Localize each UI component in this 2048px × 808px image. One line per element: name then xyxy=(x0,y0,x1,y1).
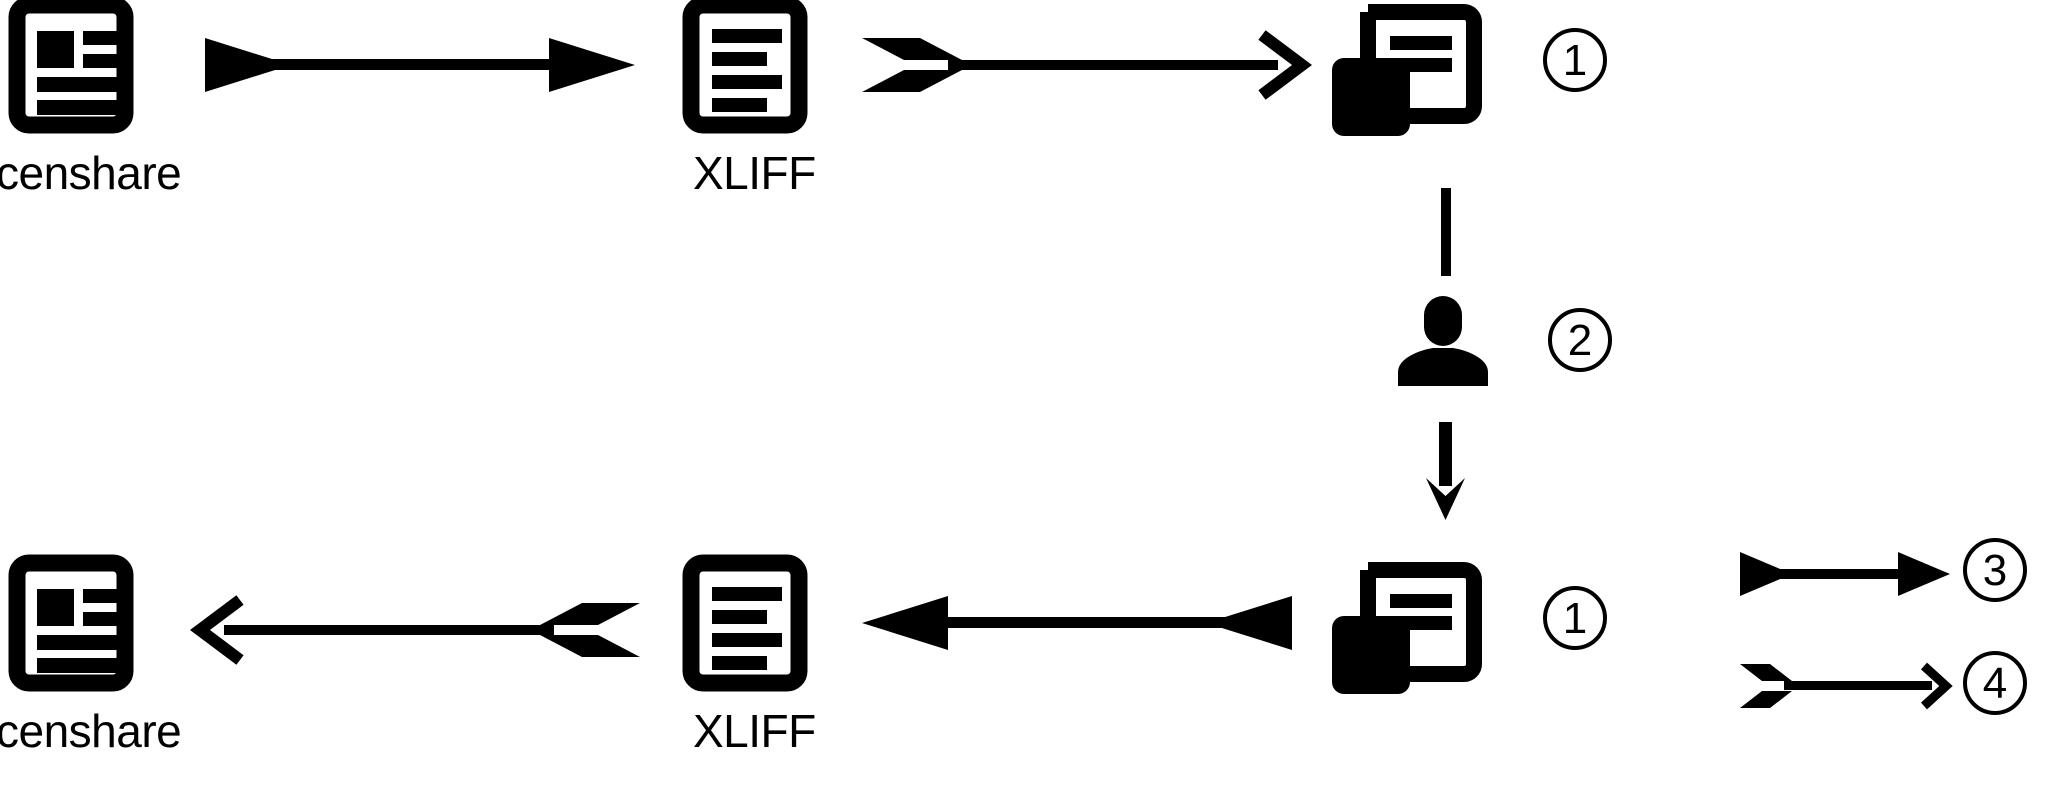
translation-document-icon-bottom xyxy=(1330,558,1490,694)
xliff-document-icon-bottom xyxy=(682,554,808,692)
badge-four-text: 4 xyxy=(1983,659,2007,708)
translation-document-icon-top xyxy=(1330,0,1490,136)
badge-one-bottom-text: 1 xyxy=(1563,594,1587,643)
badge-three: 3 xyxy=(1960,535,2030,605)
badge-four: 4 xyxy=(1960,648,2030,718)
connector-xliff-to-censhare xyxy=(190,595,640,665)
badge-one-top-text: 1 xyxy=(1563,36,1587,85)
badge-one-bottom: 1 xyxy=(1540,583,1610,653)
connector-censhare-to-xliff xyxy=(205,30,635,100)
legend-item-solid-triangle xyxy=(1740,548,1950,600)
censhare-document-icon-bottom xyxy=(8,554,134,692)
censhare-label-top: censhare xyxy=(0,147,182,199)
xliff-label-bottom: XLIFF xyxy=(693,705,816,757)
badge-two-text: 2 xyxy=(1568,316,1592,365)
legend-item-fletched xyxy=(1740,660,1953,712)
connector-cat-to-translator xyxy=(1438,188,1454,276)
badge-one-top: 1 xyxy=(1540,25,1610,95)
badge-three-text: 3 xyxy=(1983,546,2007,595)
xliff-label-top: XLIFF xyxy=(693,147,816,199)
connector-xliff-to-cat xyxy=(862,30,1317,100)
censhare-label-bottom: censhare xyxy=(0,705,182,757)
connector-translator-to-cat xyxy=(1424,422,1468,520)
person-icon xyxy=(1388,296,1498,386)
connector-cat-to-xliff xyxy=(862,588,1292,658)
xliff-document-icon-top xyxy=(682,0,808,134)
censhare-document-icon-top xyxy=(8,0,134,134)
badge-two: 2 xyxy=(1545,305,1615,375)
